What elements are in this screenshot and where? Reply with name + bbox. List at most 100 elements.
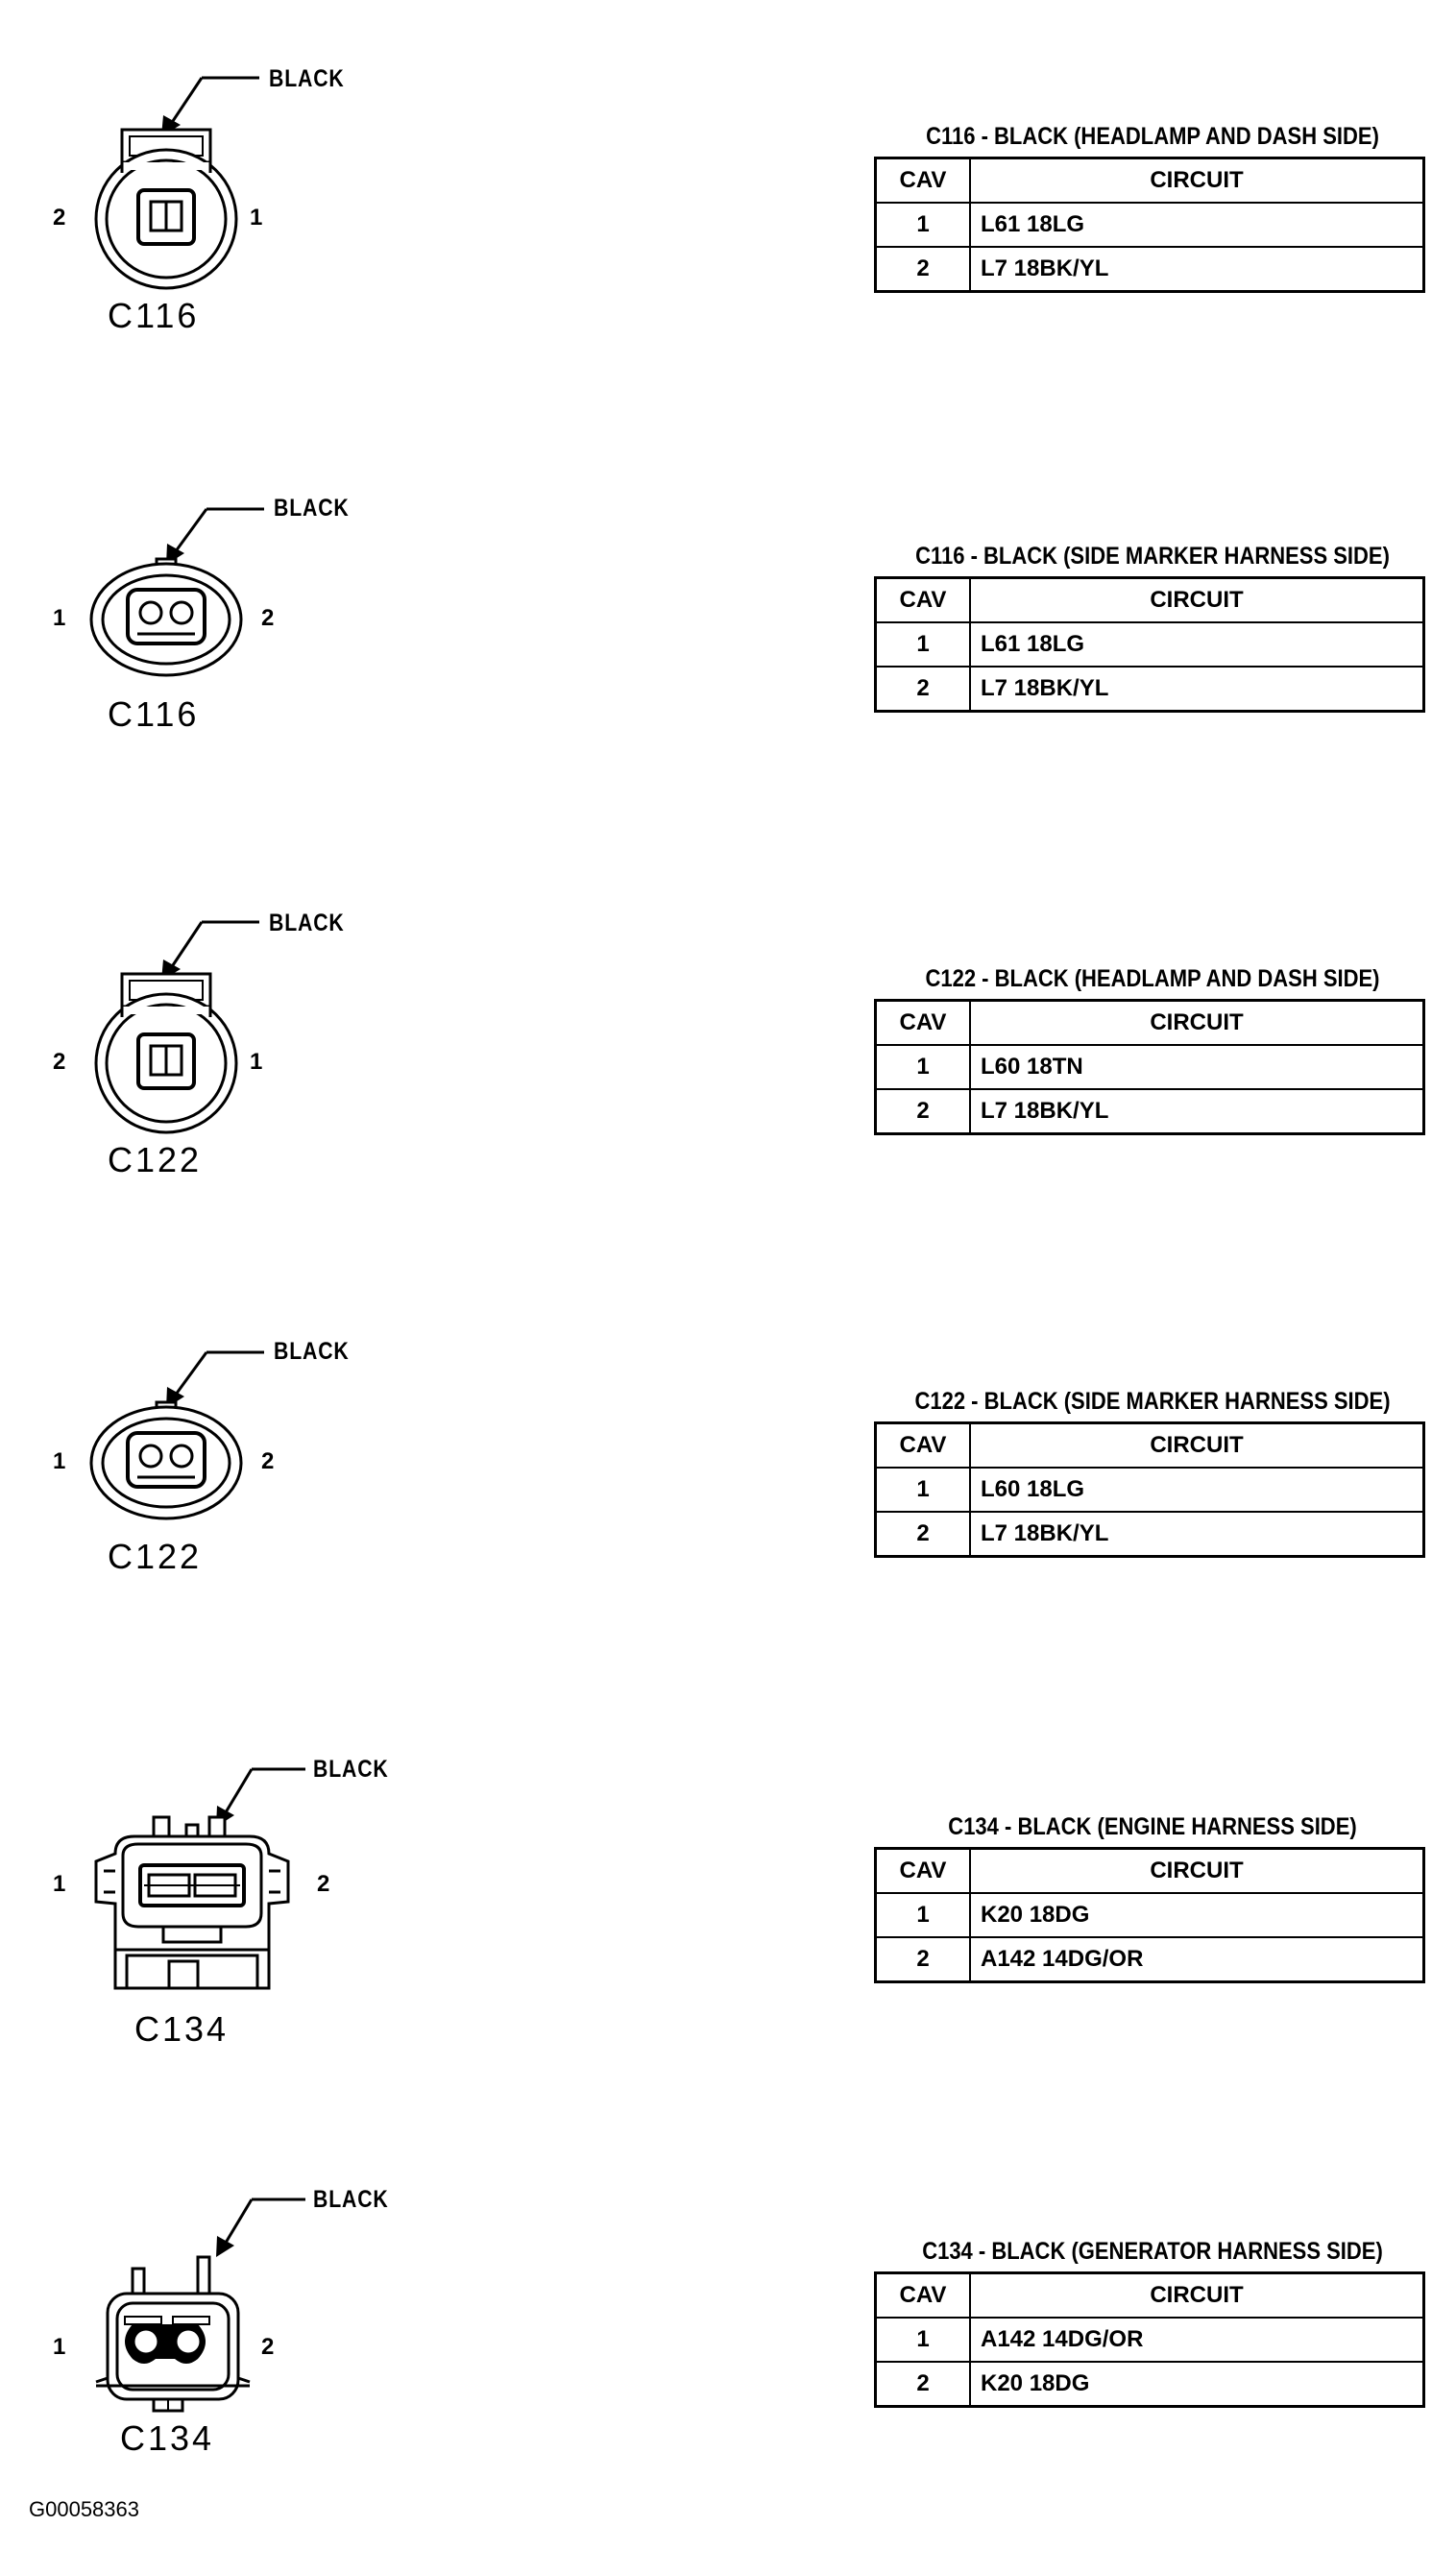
color-label: BLACK	[274, 1338, 350, 1365]
connector-name: C134	[134, 2009, 230, 2049]
circuit-header: CIRCUIT	[969, 157, 1425, 204]
pinout-table-1: C116 - BLACK (SIDE MARKER HARNESS SIDE) …	[874, 543, 1431, 713]
pin-left-label: 1	[53, 1448, 66, 1474]
connector-c134-engine-view: BLACK 1 2 C134	[0, 1748, 499, 2094]
cav-cell: 2	[874, 246, 971, 293]
circuit-header: CIRCUIT	[969, 2271, 1425, 2319]
connector-d-drawing	[95, 2198, 305, 2413]
connector-b-drawing	[89, 1350, 264, 1520]
cav-cell: 2	[874, 1088, 971, 1135]
circuit-cell: L7 18BK/YL	[969, 666, 1425, 713]
cav-cell: 2	[874, 1936, 971, 1983]
pin-left-label: 2	[53, 1049, 66, 1075]
connector-name: C134	[120, 2418, 215, 2458]
cav-header: CAV	[874, 157, 971, 204]
pin-right-label: 2	[261, 2334, 275, 2360]
pin-right-label: 1	[250, 205, 263, 231]
connector-name: C116	[108, 296, 200, 335]
table-title: C116 - BLACK (HEADLAMP AND DASH SIDE)	[926, 123, 1379, 150]
pin-left-label: 2	[53, 205, 66, 231]
circuit-cell: K20 18DG	[969, 1892, 1425, 1938]
cav-cell: 1	[874, 1892, 971, 1938]
connector-a-drawing	[94, 76, 259, 290]
cav-header: CAV	[874, 2271, 971, 2319]
connector-name: C116	[108, 694, 200, 734]
table-title: C122 - BLACK (HEADLAMP AND DASH SIDE)	[925, 965, 1380, 992]
table-title: C122 - BLACK (SIDE MARKER HARNESS SIDE)	[914, 1388, 1391, 1415]
circuit-header: CIRCUIT	[969, 999, 1425, 1046]
cav-cell: 1	[874, 202, 971, 248]
connector-c116-marker-view: BLACK 1 2 C116	[0, 471, 499, 788]
connector-c-drawing	[94, 1767, 305, 1990]
connector-c134-generator-view: BLACK 1 2 C134	[0, 2180, 499, 2488]
circuit-header: CIRCUIT	[969, 576, 1425, 623]
connector-c122-headlamp-view: BLACK 2 1 C122	[0, 903, 499, 1220]
color-label: BLACK	[313, 1756, 389, 1783]
color-label: BLACK	[269, 65, 345, 92]
pin-left-label: 1	[53, 605, 66, 631]
cav-header: CAV	[874, 576, 971, 623]
color-label: BLACK	[313, 2186, 389, 2213]
pin-right-label: 2	[261, 605, 275, 631]
pin-left-label: 1	[53, 2334, 66, 2360]
cav-cell: 1	[874, 621, 971, 668]
connector-a-drawing	[94, 920, 259, 1134]
circuit-cell: L7 18BK/YL	[969, 1088, 1425, 1135]
circuit-cell: A142 14DG/OR	[969, 2317, 1425, 2363]
cav-header: CAV	[874, 1847, 971, 1894]
pin-right-label: 1	[250, 1049, 263, 1075]
connector-name: C122	[108, 1537, 203, 1576]
color-label: BLACK	[269, 910, 345, 936]
connector-b-drawing	[89, 507, 264, 677]
cav-cell: 2	[874, 1511, 971, 1558]
circuit-cell: L61 18LG	[969, 202, 1425, 248]
cav-cell: 2	[874, 2361, 971, 2408]
connector-name: C122	[108, 1140, 203, 1179]
table-title: C134 - BLACK (GENERATOR HARNESS SIDE)	[922, 2238, 1383, 2265]
pin-right-label: 2	[261, 1448, 275, 1474]
circuit-cell: A142 14DG/OR	[969, 1936, 1425, 1983]
pinout-table-2: C122 - BLACK (HEADLAMP AND DASH SIDE) CA…	[874, 965, 1431, 1135]
connector-c116-headlamp-view: BLACK 2 1 C116	[0, 48, 499, 365]
circuit-cell: K20 18DG	[969, 2361, 1425, 2408]
pinout-table-5: C134 - BLACK (GENERATOR HARNESS SIDE) CA…	[874, 2238, 1431, 2408]
color-label: BLACK	[274, 495, 350, 522]
figure-id: G00058363	[29, 2497, 139, 2521]
connector-c122-marker-view: BLACK 1 2 C122	[0, 1325, 499, 1642]
circuit-cell: L61 18LG	[969, 621, 1425, 668]
table-title: C116 - BLACK (SIDE MARKER HARNESS SIDE)	[915, 543, 1390, 570]
cav-cell: 2	[874, 666, 971, 713]
cav-cell: 1	[874, 1044, 971, 1090]
table-title: C134 - BLACK (ENGINE HARNESS SIDE)	[948, 1813, 1357, 1840]
circuit-header: CIRCUIT	[969, 1421, 1425, 1469]
cav-header: CAV	[874, 999, 971, 1046]
pin-right-label: 2	[317, 1871, 330, 1897]
pinout-table-3: C122 - BLACK (SIDE MARKER HARNESS SIDE) …	[874, 1388, 1431, 1558]
pinout-table-0: C116 - BLACK (HEADLAMP AND DASH SIDE) CA…	[874, 123, 1431, 293]
circuit-header: CIRCUIT	[969, 1847, 1425, 1894]
cav-cell: 1	[874, 1467, 971, 1513]
cav-cell: 1	[874, 2317, 971, 2363]
pin-left-label: 1	[53, 1871, 66, 1897]
circuit-cell: L60 18LG	[969, 1467, 1425, 1513]
circuit-cell: L60 18TN	[969, 1044, 1425, 1090]
